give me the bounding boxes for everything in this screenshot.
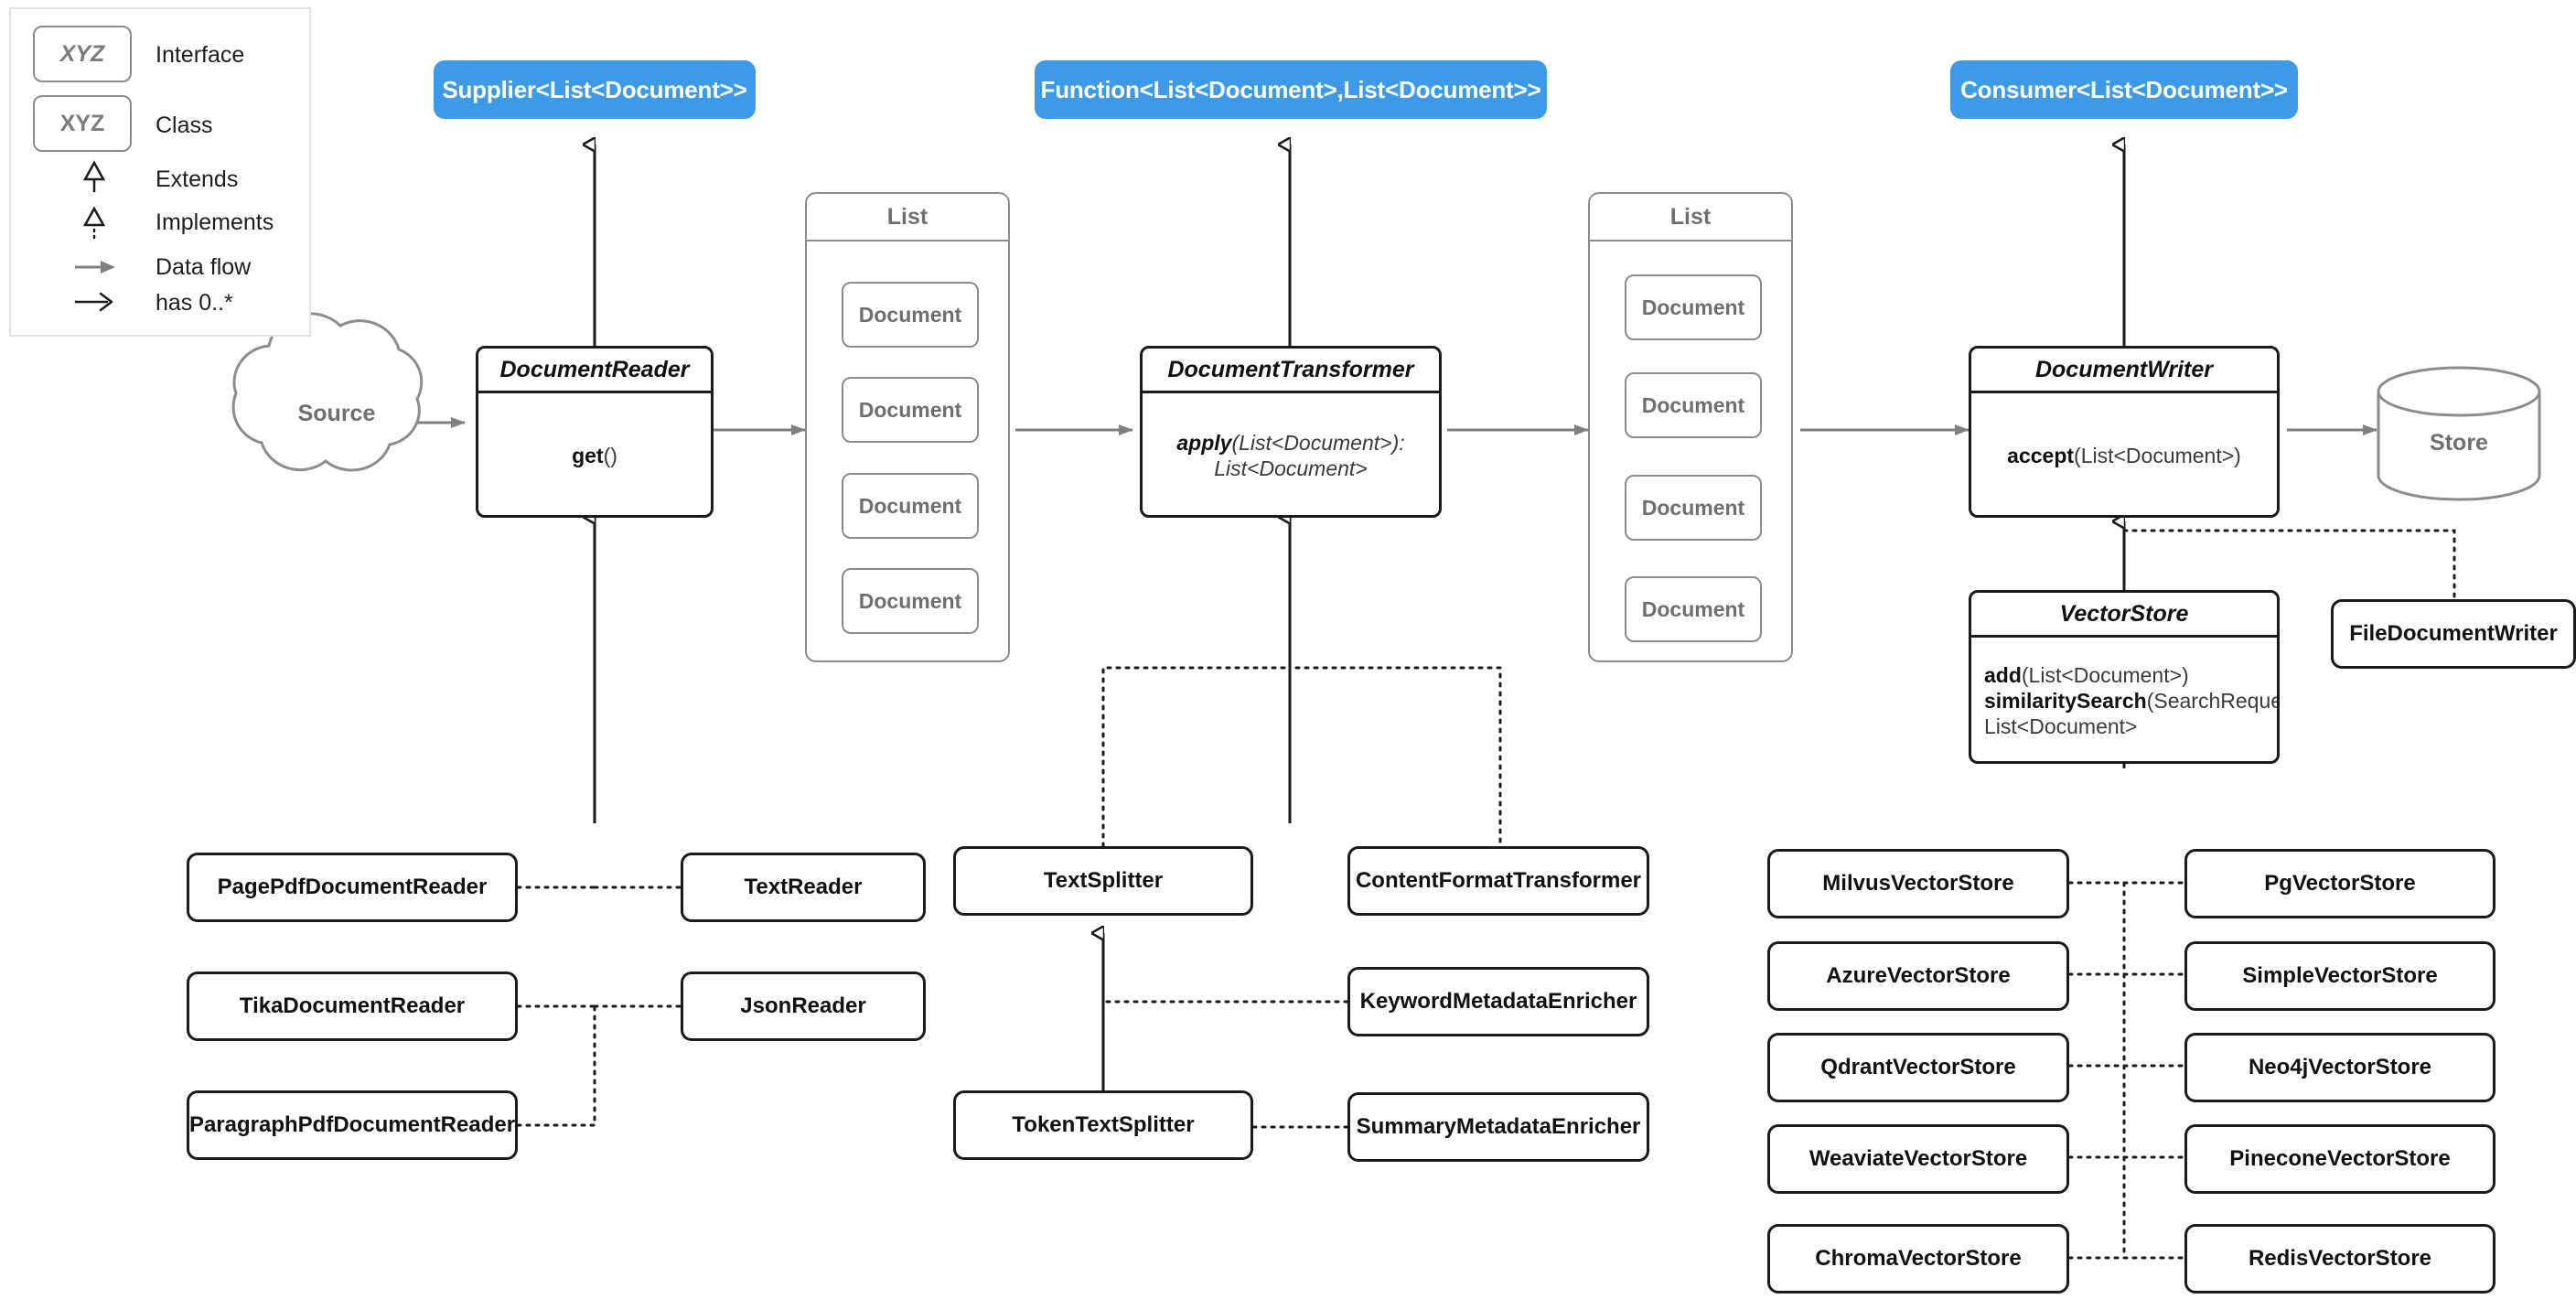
list-container-left: List Document Document Document Document [805,192,1010,662]
class-neo4jvectorstore[interactable]: Neo4jVectorStore [2184,1033,2496,1102]
legend-panel: XYZ Interface XYZ Class Extends Implemen… [9,7,311,337]
legend-label-interface: Interface [156,42,245,68]
document-transformer-body: apply(List<Document>): List<Document> [1143,393,1439,515]
list-item: Document [842,282,979,348]
list-item: Document [1625,576,1762,642]
impl-filedocumentwriter [2122,529,2456,601]
interface-document-reader[interactable]: DocumentReader get() [476,346,714,518]
list-right-title: List [1590,194,1791,242]
vector-store-method-search-returns: List<Document> [1984,714,2138,739]
class-textreader[interactable]: TextReader [681,853,926,922]
list-item: Document [842,473,979,539]
class-jsonreader[interactable]: JsonReader [681,972,926,1041]
class-contentformattransformer[interactable]: ContentFormatTransformer [1347,846,1649,916]
list-item: Document [842,568,979,634]
list-item: Document [1625,475,1762,541]
document-transformer-method-sig: (List<Document>): [1231,430,1405,455]
legend-label-dataflow: Data flow [156,254,252,280]
document-writer-title: DocumentWriter [1971,349,2277,393]
legend-label-extends: Extends [156,166,239,192]
source-label: Source [297,401,376,426]
class-azurevectorstore[interactable]: AzureVectorStore [1767,941,2069,1011]
interface-document-transformer[interactable]: DocumentTransformer apply(List<Document>… [1140,346,1442,518]
legend-label-has-many: has 0..* [156,290,233,316]
document-writer-method-sig: (List<Document>) [2074,443,2241,467]
class-chromavectorstore[interactable]: ChromaVectorStore [1767,1224,2069,1294]
document-reader-title: DocumentReader [478,349,711,393]
class-qdrantvectorstore[interactable]: QdrantVectorStore [1767,1033,2069,1102]
interface-supplier[interactable]: Supplier<List<Document>> [434,60,756,119]
class-tikadocumentreader[interactable]: TikaDocumentReader [187,972,518,1041]
class-redisvectorstore[interactable]: RedisVectorStore [2184,1224,2496,1294]
legend-label-implements: Implements [156,209,274,235]
list-container-right: List Document Document Document Document [1588,192,1793,662]
document-reader-method-sig: () [603,443,617,467]
class-simplevectorstore[interactable]: SimpleVectorStore [2184,941,2496,1011]
class-summarymetadataenricher[interactable]: SummaryMetadataEnricher [1347,1092,1649,1162]
interface-function[interactable]: Function<List<Document>,List<Document>> [1035,60,1547,119]
document-reader-method-name: get [572,443,604,467]
legend-class-chip: XYZ [33,95,132,152]
class-pagepdfdocumentreader[interactable]: PagePdfDocumentReader [187,853,518,922]
impl-paragraphpdfdocumentreader [516,1004,596,1127]
vector-store-method-add-name: add [1984,662,2022,687]
class-pineconevectorstore[interactable]: PineconeVectorStore [2184,1124,2496,1194]
store-label: Store [2430,430,2488,456]
impl-contentformattransformer [1288,666,1502,862]
document-transformer-method-name: apply [1176,430,1232,455]
list-item: Document [1625,372,1762,438]
class-pgvectorstore[interactable]: PgVectorStore [2184,849,2496,918]
vector-store-method-search-name: similaritySearch [1984,688,2147,713]
document-reader-body: get() [478,393,711,515]
class-filedocumentwriter[interactable]: FileDocumentWriter [2331,599,2576,669]
list-item: Document [842,377,979,443]
document-transformer-title: DocumentTransformer [1143,349,1439,393]
vector-store-method-search-sig: (SearchRequest): [2146,688,2280,713]
class-tokentextsplitter[interactable]: TokenTextSplitter [953,1090,1253,1160]
legend-glyphs [75,160,115,312]
class-milvusvectorstore[interactable]: MilvusVectorStore [1767,849,2069,918]
vector-store-title: VectorStore [1971,593,2277,638]
document-writer-body: accept(List<Document>) [1971,393,2277,515]
legend-interface-chip: XYZ [33,26,132,82]
class-paragraphpdfdocumentreader[interactable]: ParagraphPdfDocumentReader [187,1090,518,1160]
vector-store-body: add(List<Document>) similaritySearch(Sea… [1971,638,2280,761]
class-textsplitter[interactable]: TextSplitter [953,846,1253,916]
legend-label-class: Class [156,113,213,138]
list-left-title: List [807,194,1008,242]
class-weaviatevectorstore[interactable]: WeaviateVectorStore [1767,1124,2069,1194]
vector-store-method-add-sig: (List<Document>) [2021,662,2189,687]
interface-document-writer[interactable]: DocumentWriter accept(List<Document>) [1969,346,2280,518]
document-transformer-method-returns: List<Document> [1214,456,1368,480]
interface-consumer[interactable]: Consumer<List<Document>> [1950,60,2298,119]
interface-vector-store[interactable]: VectorStore add(List<Document>) similari… [1969,590,2280,764]
document-writer-method-name: accept [2007,443,2075,467]
list-item: Document [1625,274,1762,340]
class-keywordmetadataenricher[interactable]: KeywordMetadataEnricher [1347,967,1649,1036]
